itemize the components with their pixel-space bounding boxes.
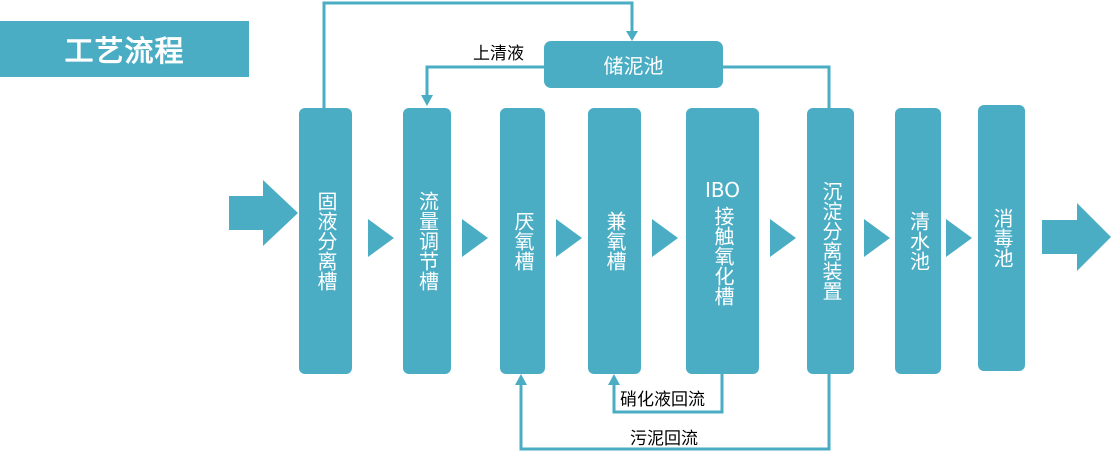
stage-label: 接触氧化槽: [711, 205, 735, 306]
sludge-reflux-label: 污泥回流: [630, 429, 698, 449]
nitrified-reflux-line: [612, 374, 724, 414]
sludge-tank: 储泥池: [544, 41, 723, 88]
stage-anaerobic-tank: 厌氧槽: [500, 108, 545, 374]
stage-flow-equalization-tank: 流量调节槽: [403, 108, 451, 374]
stage-clear-water-tank: 清水池: [895, 108, 941, 374]
flow-arrow-3: [556, 219, 582, 257]
sludge-reflux-line: [519, 374, 831, 451]
diagram-title: 工艺流程: [64, 34, 185, 68]
sludge-tank-label: 储泥池: [603, 54, 664, 78]
nitrified-reflux-label: 硝化液回流: [620, 390, 705, 410]
stage-label: 流量调节槽: [415, 191, 440, 291]
stage-label: 清水池: [906, 211, 931, 271]
sludge-transfer-line: [322, 1, 634, 108]
stage-sedimentation-separator: 沉淀分离装置: [807, 108, 854, 374]
arrowhead-to-facultative: [608, 374, 620, 385]
supernatant-return-line: [425, 65, 544, 97]
flow-arrow-5: [770, 219, 796, 257]
stage-disinfection-tank: 消毒池: [978, 105, 1025, 371]
title-box: 工艺流程: [0, 21, 249, 77]
stage-label: 消毒池: [990, 208, 1014, 268]
flow-arrow-2: [462, 219, 488, 257]
input-arrow: [229, 180, 298, 246]
supernatant-label: 上清液: [473, 44, 524, 64]
flow-arrow-7: [946, 219, 972, 257]
stage-label: 厌氧槽: [511, 211, 535, 271]
flow-arrow-4: [652, 219, 678, 257]
stage-label: 兼氧槽: [603, 211, 627, 271]
stage-label: 固液分离槽: [314, 191, 338, 291]
sediment-to-sludge-line: [723, 65, 831, 108]
stage-ibo-contact-oxidation-tank: IBO 接触氧化槽: [686, 108, 759, 374]
output-arrow: [1042, 203, 1111, 271]
arrowhead-to-equalization: [421, 95, 433, 106]
stage-label: 沉淀分离装置: [819, 181, 843, 301]
stage-label-ibo: IBO: [704, 177, 740, 202]
arrowhead-to-sludge-tank: [626, 31, 638, 41]
flow-arrow-6: [864, 219, 890, 257]
stage-facultative-tank: 兼氧槽: [588, 108, 641, 374]
flow-arrow-1: [368, 219, 394, 257]
arrowhead-to-anaerobic: [515, 374, 527, 385]
stage-solid-liquid-separation-tank: 固液分离槽: [299, 108, 352, 374]
